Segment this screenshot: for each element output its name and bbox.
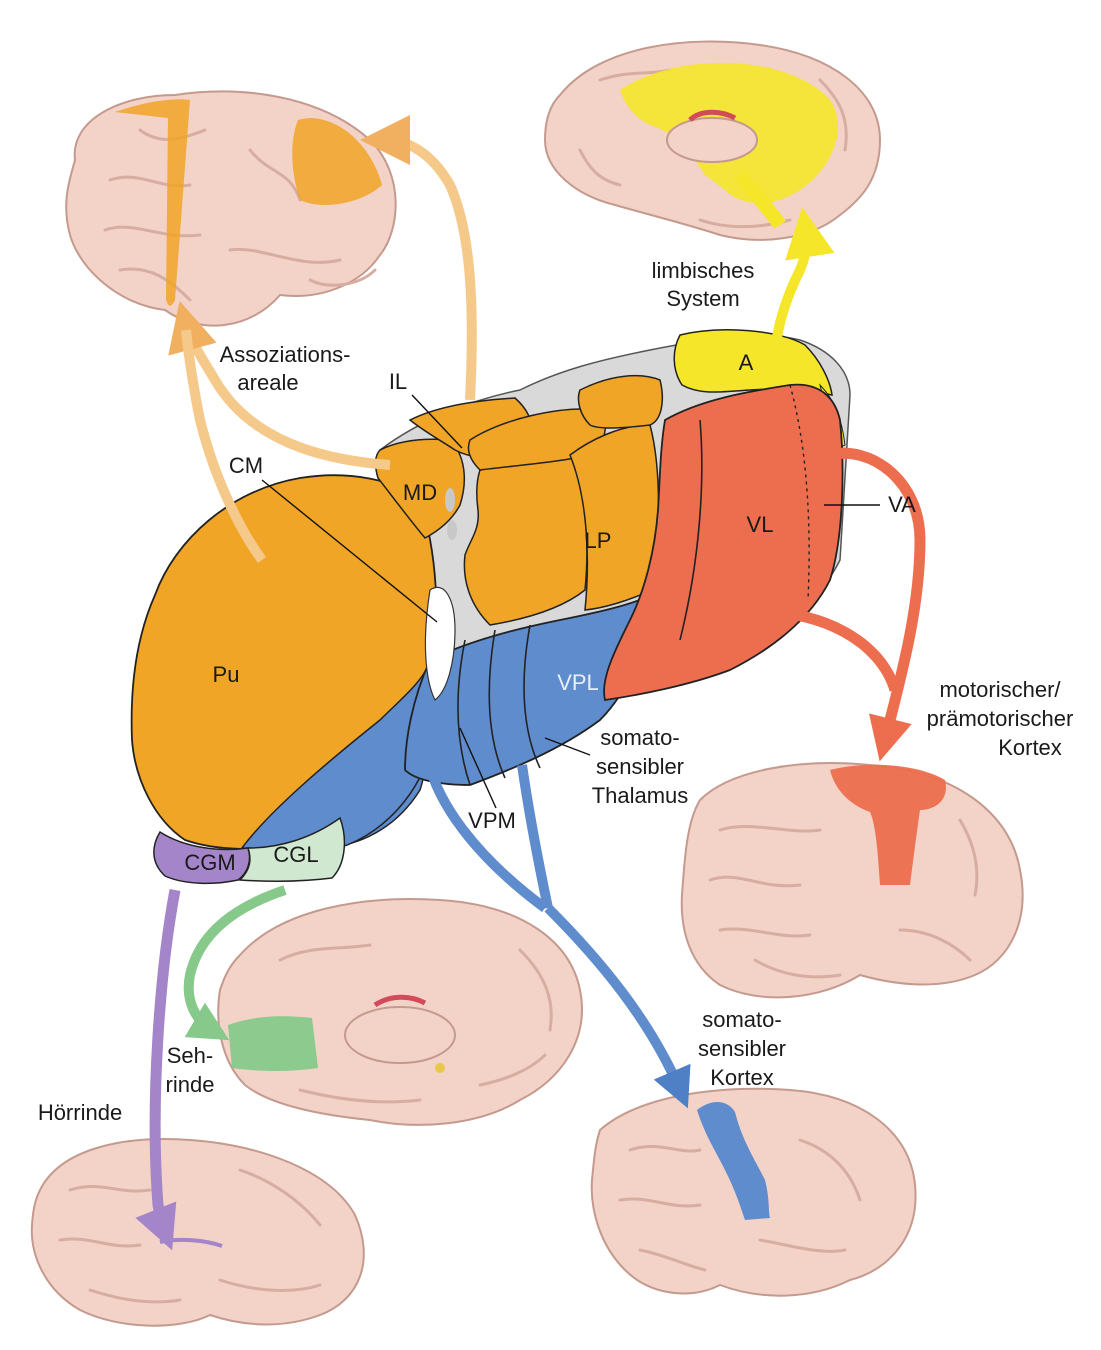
nucleus-vpl xyxy=(404,593,653,786)
brain-motor-cortex xyxy=(680,762,1024,999)
motor-highlight xyxy=(830,764,946,885)
motor-projections xyxy=(764,447,926,762)
limbic-projection xyxy=(770,207,835,353)
association-projections xyxy=(168,115,477,563)
brain-association-areas xyxy=(65,90,397,327)
label-visual-2: rinde xyxy=(166,1072,215,1097)
brain-somatosensory-cortex xyxy=(590,1087,917,1297)
label-somato-thalamus-1: somato- xyxy=(600,725,679,750)
label-lp: LP xyxy=(585,528,612,553)
brain-visual-cortex xyxy=(217,898,583,1126)
label-somato-cortex-1: somato- xyxy=(702,1007,781,1032)
nucleus-lp xyxy=(463,454,588,626)
cm-pointer xyxy=(261,479,438,623)
nucleus-cgm xyxy=(153,830,251,885)
label-md: MD xyxy=(403,480,437,505)
nucleus-vl xyxy=(603,383,844,702)
label-il: IL xyxy=(389,369,407,394)
label-limbic-2: System xyxy=(666,286,739,311)
label-vl: VL xyxy=(747,512,774,537)
auditory-projection xyxy=(135,888,181,1251)
somatosensory-projections xyxy=(421,744,691,1109)
label-pu: Pu xyxy=(213,662,240,687)
label-va: VA xyxy=(888,492,916,517)
brain-auditory-cortex xyxy=(30,1138,365,1327)
va-boundary xyxy=(789,384,810,601)
brain-limbic-system xyxy=(543,40,882,241)
label-a: A xyxy=(739,350,754,375)
label-somato-thalamus-2: sensibler xyxy=(596,754,684,779)
label-limbic-1: limbisches xyxy=(652,258,755,283)
nucleus-cgl xyxy=(238,816,346,883)
label-cm: CM xyxy=(229,453,263,478)
label-vpl: VPL xyxy=(557,670,599,695)
thalamus xyxy=(130,329,851,885)
label-association-2: areale xyxy=(237,370,298,395)
somatosensory-highlight xyxy=(697,1101,770,1220)
label-motor-2: prämotorischer xyxy=(927,706,1074,731)
label-association-1: Assoziations- xyxy=(220,342,351,367)
label-cgl: CGL xyxy=(273,842,318,867)
label-vpm: VPM xyxy=(468,808,516,833)
label-cgm: CGM xyxy=(184,850,235,875)
visual-projection xyxy=(183,885,287,1041)
label-somato-thalamus-3: Thalamus xyxy=(592,783,689,808)
association-area-frontal xyxy=(292,118,382,205)
visual-highlight xyxy=(228,1016,318,1071)
association-band-parietal xyxy=(115,99,190,306)
label-visual-1: Seh- xyxy=(167,1043,213,1068)
label-motor-1: motorischer/ xyxy=(939,677,1061,702)
vpm-pointer xyxy=(459,727,497,809)
label-auditory: Hörrinde xyxy=(38,1100,122,1125)
label-somato-cortex-2: sensibler xyxy=(698,1036,786,1061)
label-motor-3: Kortex xyxy=(998,735,1062,760)
label-somato-cortex-3: Kortex xyxy=(710,1065,774,1090)
il-pointer xyxy=(411,394,463,449)
vpl-pointer xyxy=(544,737,591,756)
